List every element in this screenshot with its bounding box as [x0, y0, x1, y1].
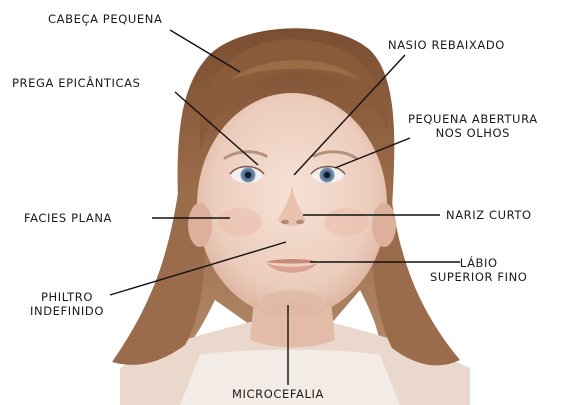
left-ear [188, 203, 212, 247]
label-prega-epicanticas: PREGA EPICÂNTICAS [12, 76, 141, 90]
left-pupil [245, 172, 251, 178]
right-cheek [324, 208, 368, 236]
left-nostril [281, 220, 289, 224]
label-nasio-rebaixado: NASIO REBAIXADO [388, 38, 505, 52]
label-facies-plana: FACIES PLANA [24, 211, 112, 225]
label-cabeca-pequena: CABEÇA PEQUENA [48, 12, 162, 26]
label-philtro-indefinido: PHILTRO INDEFINIDO [30, 290, 104, 318]
right-nostril [296, 220, 304, 224]
label-labio-superior-fino: LÁBIO SUPERIOR FINO [430, 256, 527, 284]
label-microcefalia: MICROCEFALIA [232, 387, 324, 401]
right-ear [372, 203, 396, 247]
left-cheek [218, 208, 262, 236]
right-pupil [324, 172, 330, 178]
label-nariz-curto: NARIZ CURTO [446, 208, 532, 222]
label-pequena-abertura: PEQUENA ABERTURA NOS OLHOS [408, 112, 538, 140]
chin-shadow [262, 290, 322, 310]
